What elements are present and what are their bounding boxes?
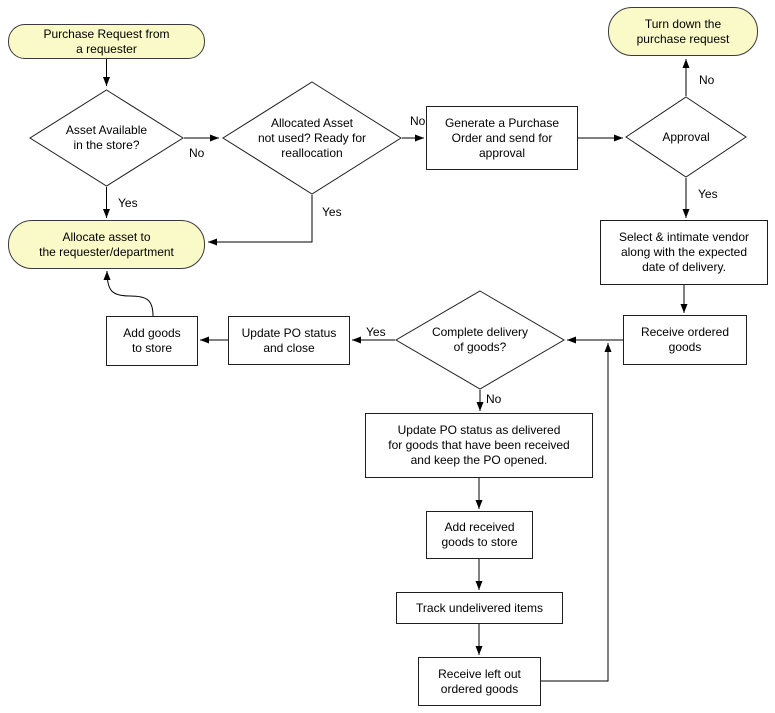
node-approval-decision: Approval	[625, 96, 747, 178]
node-add-received-goods: Add received goods to store	[426, 511, 533, 559]
edge-label-alloc-no: No	[410, 114, 426, 128]
diamond-shape	[395, 290, 565, 390]
node-receive-left-out-label: Receive left out ordered goods	[438, 666, 521, 696]
node-update-po-close-label: Update PO status and close	[241, 325, 337, 355]
node-allocate-asset: Allocate asset to the requester/departme…	[8, 220, 205, 269]
edge-receive-left-out-feedback	[541, 343, 612, 682]
node-receive-ordered-goods-label: Receive ordered goods	[640, 325, 730, 354]
edge-label-delivery-yes: Yes	[366, 325, 386, 339]
node-allocated-asset-label: Allocated Asset not used? Ready for real…	[257, 115, 367, 160]
node-update-po-delivered-label: Update PO status as delivered for goods …	[388, 423, 570, 467]
node-update-po-close: Update PO status and close	[228, 316, 350, 365]
edge-add-goods-to-allocate	[103, 270, 154, 317]
node-purchase-request: Purchase Request from a requester	[8, 24, 205, 59]
edge-label-delivery-no: No	[486, 392, 502, 406]
node-asset-available-label: Asset Available in the store?	[65, 123, 148, 152]
node-add-received-goods-label: Add received goods to store	[441, 520, 518, 549]
node-turn-down-request-label: Turn down the purchase request	[636, 16, 730, 46]
node-allocated-asset-decision: Allocated Asset not used? Ready for real…	[222, 81, 402, 195]
edge-label-alloc-yes: Yes	[322, 205, 342, 219]
node-complete-delivery-decision: Complete delivery of goods?	[395, 290, 565, 390]
node-purchase-request-label: Purchase Request from a requester	[43, 26, 170, 56]
edge-label-approval-yes: Yes	[698, 187, 718, 201]
node-receive-left-out: Receive left out ordered goods	[418, 657, 541, 706]
node-add-goods-to-store: Add goods to store	[106, 316, 198, 366]
node-generate-po-label: Generate a Purchase Order and send for a…	[444, 115, 560, 160]
node-allocate-asset-label: Allocate asset to the requester/departme…	[39, 229, 174, 259]
node-complete-delivery-label: Complete delivery of goods?	[431, 325, 529, 354]
node-receive-ordered-goods: Receive ordered goods	[623, 315, 747, 365]
node-select-vendor-label: Select & intimate vendor along with the …	[618, 230, 750, 274]
edge-label-asset-yes: Yes	[118, 196, 138, 210]
node-select-vendor: Select & intimate vendor along with the …	[600, 220, 768, 285]
node-turn-down-request: Turn down the purchase request	[608, 7, 758, 56]
node-track-undelivered: Track undelivered items	[396, 592, 563, 624]
node-track-undelivered-label: Track undelivered items	[416, 600, 543, 615]
diamond-shape	[29, 89, 184, 187]
node-update-po-delivered: Update PO status as delivered for goods …	[365, 413, 593, 478]
edge-label-asset-no: No	[189, 146, 205, 160]
node-generate-po: Generate a Purchase Order and send for a…	[426, 106, 578, 170]
node-asset-available-decision: Asset Available in the store?	[29, 89, 184, 187]
edge-label-approval-no: No	[699, 73, 715, 87]
node-add-goods-to-store-label: Add goods to store	[123, 326, 181, 355]
edge-allocated-yes-to-allocate	[208, 195, 313, 246]
diamond-shape	[625, 96, 747, 178]
node-approval-label: Approval	[662, 129, 710, 144]
diamond-shape	[222, 81, 402, 195]
